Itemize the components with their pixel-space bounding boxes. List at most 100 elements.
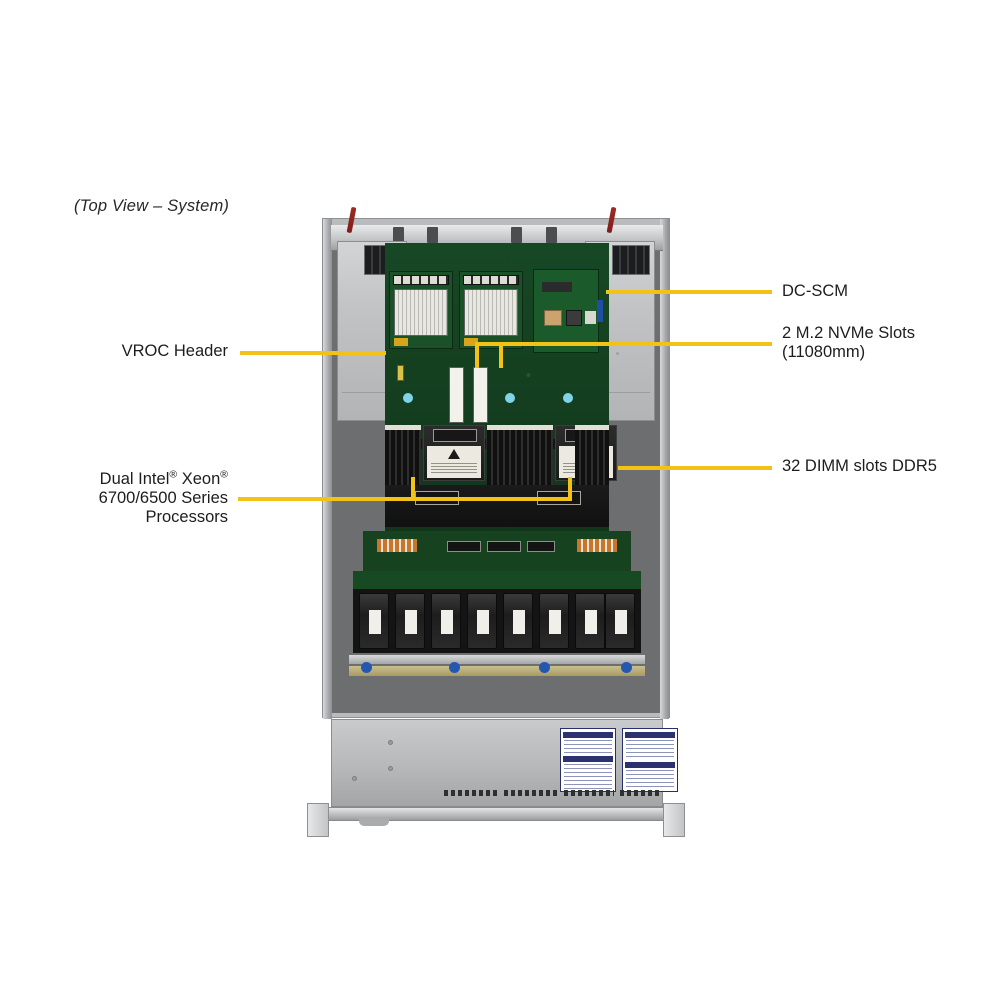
chassis-shell bbox=[307, 206, 685, 837]
riser-slot-row bbox=[393, 275, 449, 285]
front-vent bbox=[620, 790, 662, 796]
bezel-release-tab bbox=[359, 817, 389, 826]
psu-screw bbox=[616, 352, 619, 355]
cooling-fan bbox=[467, 593, 497, 649]
backplane-screw bbox=[621, 662, 632, 673]
dimm-bank-3 bbox=[575, 425, 609, 485]
cpu-clip bbox=[433, 429, 477, 442]
processors-line-3: Processors bbox=[145, 508, 228, 526]
cpu-socket-1 bbox=[423, 425, 485, 481]
psu-vent-grille bbox=[612, 245, 650, 275]
callout-label-vroc-header: VROC Header bbox=[121, 342, 228, 360]
board-standoff bbox=[505, 393, 515, 403]
label-text-lines bbox=[431, 463, 477, 473]
leader-line-cpu-trunk bbox=[238, 497, 572, 501]
board-connector bbox=[527, 541, 555, 552]
callout-label-m2-slots: 2 M.2 NVMe Slots (11080mm) bbox=[782, 324, 915, 361]
cooling-fan bbox=[605, 593, 635, 649]
front-vent bbox=[564, 790, 614, 796]
registered-mark-icon: ® bbox=[169, 468, 178, 481]
air-shroud bbox=[385, 485, 609, 527]
m2-nvme-slot-1 bbox=[449, 367, 464, 423]
placard-rows bbox=[564, 764, 612, 790]
service-placard-2 bbox=[622, 728, 678, 792]
cooling-fan bbox=[539, 593, 569, 649]
dc-scm-chip bbox=[566, 310, 582, 326]
memory-cpu-row bbox=[385, 425, 617, 485]
chassis-rail-left bbox=[323, 219, 332, 719]
riser-slot-row bbox=[463, 275, 519, 285]
leader-line-dc-scm bbox=[606, 290, 772, 294]
placard-header bbox=[563, 756, 613, 762]
cooling-fan bbox=[431, 593, 461, 649]
backplane-screw bbox=[361, 662, 372, 673]
power-distribution-board bbox=[363, 531, 631, 575]
rear-tab bbox=[427, 227, 438, 243]
psu-seam bbox=[342, 392, 402, 393]
backplane-bar bbox=[349, 662, 645, 676]
front-vent bbox=[504, 790, 558, 796]
backplane-screw bbox=[449, 662, 460, 673]
rear-tab bbox=[546, 227, 557, 243]
fan-label bbox=[477, 610, 489, 634]
board-connector bbox=[487, 541, 521, 552]
cooling-fan bbox=[359, 593, 389, 649]
board-standoff bbox=[403, 393, 413, 403]
leader-line-m2-branch-2 bbox=[499, 342, 503, 368]
service-placard-1 bbox=[560, 728, 616, 792]
vroc-header-connector bbox=[397, 365, 404, 381]
front-chassis-panel bbox=[331, 719, 678, 807]
fan-label bbox=[441, 610, 453, 634]
cpu-warning-label bbox=[427, 446, 481, 478]
fan-label bbox=[585, 610, 597, 634]
panel-screw bbox=[388, 766, 393, 771]
registered-mark-icon: ® bbox=[220, 468, 228, 481]
cooling-fan bbox=[575, 593, 605, 649]
cooling-fan bbox=[503, 593, 533, 649]
rear-tab bbox=[393, 227, 404, 243]
leader-line-m2-branch-1 bbox=[475, 342, 479, 368]
board-connector bbox=[447, 541, 481, 552]
riser-retainer bbox=[464, 338, 478, 346]
riser-retainer bbox=[394, 338, 408, 346]
dimm-bank-2 bbox=[487, 425, 553, 485]
leader-line-cpu-branch-2 bbox=[568, 477, 572, 501]
leader-line-vroc bbox=[240, 351, 386, 355]
callout-label-dc-scm: DC-SCM bbox=[782, 282, 848, 300]
support-rail bbox=[349, 655, 645, 664]
panel-screw bbox=[388, 740, 393, 745]
cooling-fan bbox=[395, 593, 425, 649]
fan-label bbox=[615, 610, 627, 634]
fan-label bbox=[369, 610, 381, 634]
placard-rows bbox=[626, 740, 674, 760]
view-title: (Top View – System) bbox=[74, 197, 230, 215]
dc-scm-chip bbox=[585, 311, 596, 324]
board-standoff bbox=[563, 393, 573, 403]
dc-scm-module bbox=[533, 269, 603, 353]
fan-label bbox=[405, 610, 417, 634]
fan-wall bbox=[353, 589, 641, 653]
pcie-riser-card-1 bbox=[389, 271, 453, 349]
warning-triangle-icon bbox=[448, 449, 460, 459]
placard-header bbox=[563, 732, 613, 738]
pcie-riser-card-2 bbox=[459, 271, 523, 349]
leader-line-cpu-branch-1 bbox=[411, 477, 415, 501]
m2-nvme-slot-2 bbox=[473, 367, 488, 423]
dc-scm-connector bbox=[597, 300, 603, 322]
server-chassis-illustration bbox=[307, 206, 685, 837]
capacitor-bank bbox=[377, 539, 417, 552]
placard-header bbox=[625, 732, 675, 738]
capacitor-bank bbox=[577, 539, 617, 552]
fan-label bbox=[513, 610, 525, 634]
backplane-screw bbox=[539, 662, 550, 673]
leader-line-m2-trunk bbox=[475, 342, 772, 346]
callout-label-dimm-slots: 32 DIMM slots DDR5 bbox=[782, 457, 937, 475]
dc-scm-chip bbox=[542, 282, 572, 292]
rack-ear-right bbox=[663, 803, 685, 837]
placard-rows bbox=[626, 770, 674, 790]
front-vent bbox=[444, 790, 498, 796]
rack-ear-left bbox=[307, 803, 329, 837]
placard-header bbox=[625, 762, 675, 768]
